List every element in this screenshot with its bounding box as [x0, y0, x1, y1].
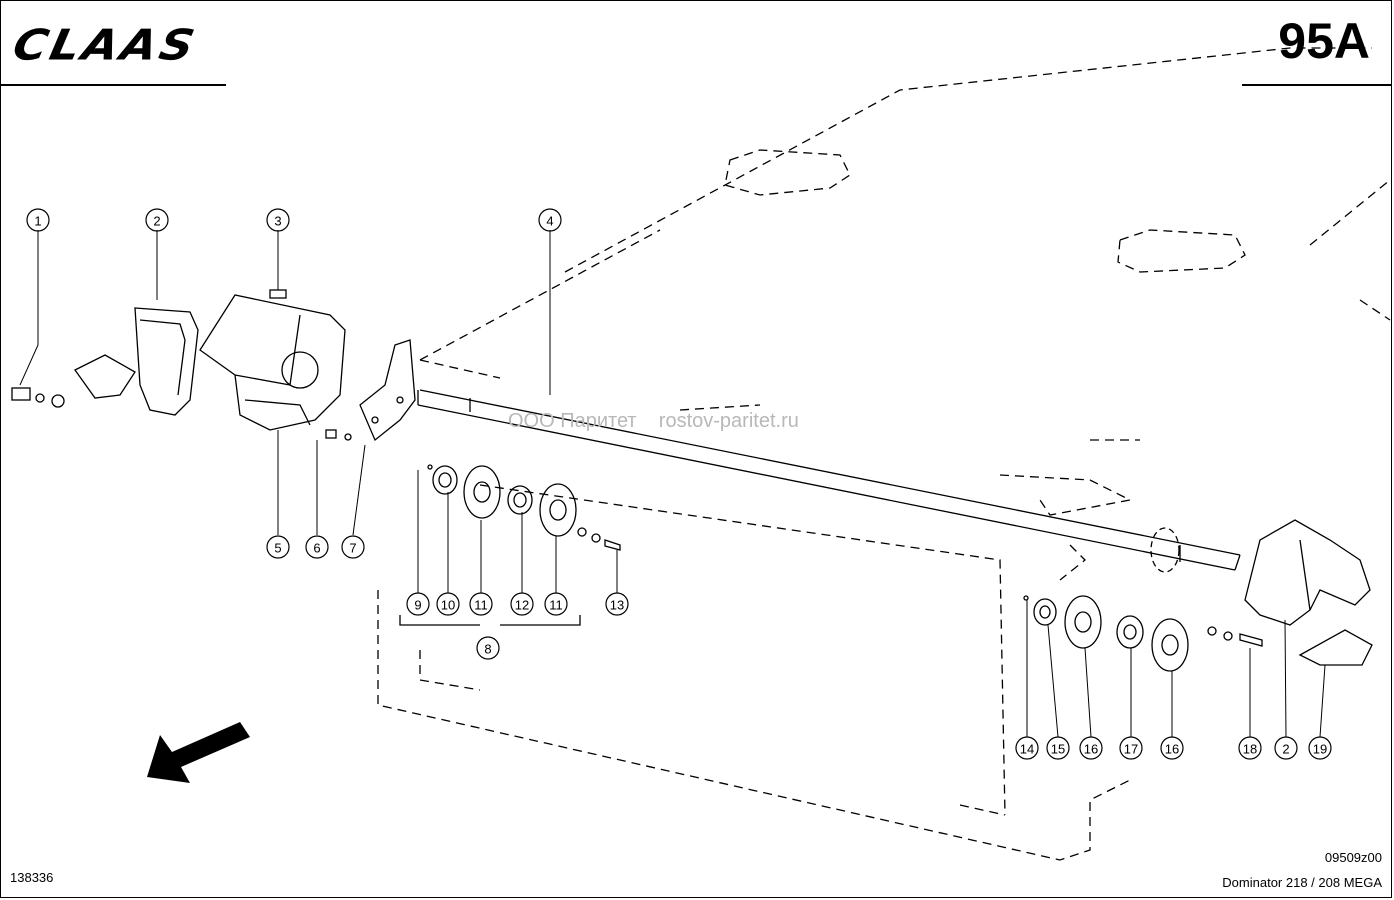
gear-housing: [199, 294, 346, 431]
callout-11: 11: [474, 598, 488, 613]
brand-logo: CLAAS: [8, 20, 202, 70]
callout-14: 14: [1020, 742, 1034, 757]
callout-7: 7: [349, 541, 356, 556]
machine-body-outline: [377, 47, 1391, 861]
callout-4: 4: [546, 214, 553, 229]
callout-6: 6: [313, 541, 320, 556]
model-name: Dominator 218 / 208 MEGA: [1222, 875, 1382, 890]
watermark: ООО Паритет rostov-paritet.ru: [508, 410, 799, 432]
callout-16: 16: [1084, 742, 1098, 757]
callout-leaders: [19, 230, 1326, 738]
callout-19: 19: [1313, 742, 1327, 757]
callout-3: 3: [274, 214, 281, 229]
callout-16: 16: [1165, 742, 1179, 757]
callout-13: 13: [610, 598, 624, 613]
drive-shaft: [417, 389, 1241, 573]
bearing-group-left: [399, 464, 621, 626]
callout-18: 18: [1243, 742, 1257, 757]
callout-circles: [26, 208, 1332, 760]
callout-15: 15: [1051, 742, 1065, 757]
document-number: 138336: [10, 870, 54, 885]
callout-17: 17: [1124, 742, 1138, 757]
callout-8: 8: [484, 642, 491, 657]
callout-12: 12: [515, 598, 529, 613]
callout-9: 9: [414, 598, 421, 613]
header-rule-right: [1242, 84, 1392, 86]
callout-10: 10: [441, 598, 455, 613]
callout-2: 2: [1282, 742, 1289, 757]
callout-2: 2: [153, 214, 160, 229]
left-fasteners: [11, 289, 352, 441]
bearing-group-right: [1023, 595, 1263, 672]
right-bracket: [1298, 629, 1373, 666]
callout-11: 11: [549, 598, 563, 613]
callout-5: 5: [274, 541, 281, 556]
left-guard-plate: [134, 307, 199, 416]
header-rule-left: [0, 84, 226, 86]
page-number: 95A: [1278, 13, 1370, 69]
direction-arrow-icon: [147, 722, 250, 783]
mounting-plate: [359, 339, 416, 442]
drawing-code: 09509z00: [1324, 850, 1382, 865]
left-bracket: [74, 354, 136, 399]
callout-1: 1: [34, 214, 41, 229]
right-guard-plate: [1244, 519, 1371, 626]
